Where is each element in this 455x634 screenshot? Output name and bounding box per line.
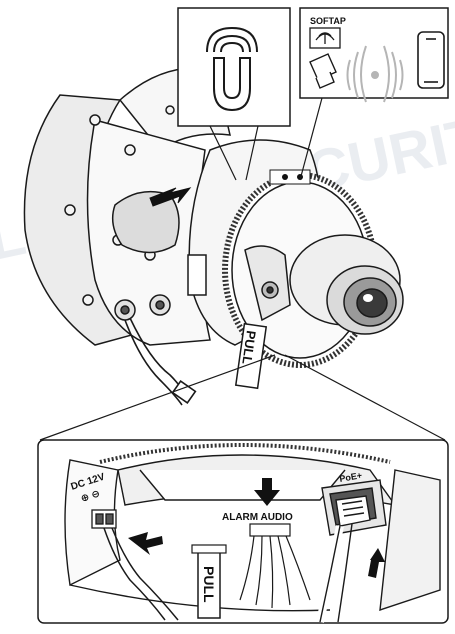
camera-module	[187, 139, 404, 368]
pull-tab-main: PULL	[234, 322, 268, 390]
poe-label: PoE+	[339, 470, 363, 484]
alarm-insert-arrow-icon	[254, 478, 280, 506]
camera-base	[23, 67, 231, 346]
insert-arrow-icon	[149, 187, 192, 207]
softap-callout: SOFTAP	[299, 7, 449, 181]
pull-tab-detail: PULL	[191, 544, 227, 619]
softap-antenna-icon	[309, 27, 341, 49]
pull-tab-main-label: PULL	[239, 330, 259, 366]
smartphone-icon	[417, 31, 445, 89]
dc-insert-arrow-icon	[128, 532, 163, 555]
dc-cable	[103, 527, 179, 621]
alarm-audio-label: ALARM AUDIO	[222, 512, 293, 523]
connector-detail-callout: DC 12V ⊕ ⊖ ALARM AUDIO PULL	[37, 439, 449, 624]
dc-terminal-block	[91, 509, 117, 529]
pull-tab-detail-label: PULL	[201, 566, 217, 603]
softap-label: SOFTAP	[310, 16, 346, 26]
magnet-callout	[177, 7, 291, 181]
usb-dongle-icon	[309, 53, 337, 89]
magnet-icon	[206, 26, 258, 112]
poe-ethernet-plug	[316, 495, 371, 623]
wireless-signal-icon	[346, 45, 404, 103]
poe-insert-arrow-icon	[368, 548, 385, 578]
alarm-audio-connector	[239, 523, 311, 609]
cables	[124, 317, 197, 406]
detail-leaders	[39, 354, 446, 441]
